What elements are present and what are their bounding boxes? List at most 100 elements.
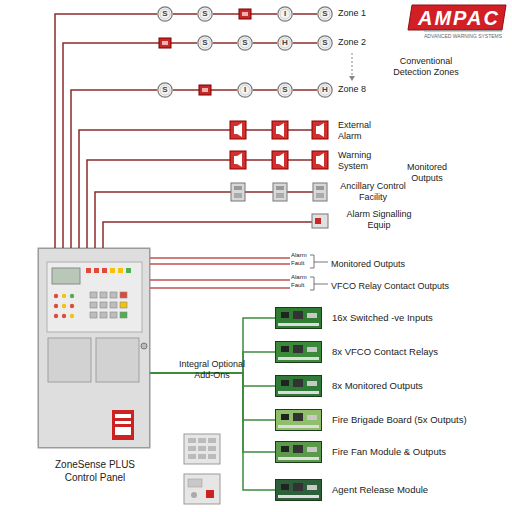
alarm-icon — [312, 121, 328, 139]
panel-door — [48, 338, 91, 382]
wire-connector — [150, 373, 275, 452]
fault-wire — [150, 287, 290, 289]
panel-lock — [141, 343, 147, 349]
detector-letter: H — [317, 82, 333, 98]
call-point-symbol — [239, 9, 251, 19]
keypad-key — [188, 438, 196, 443]
detector-letter: S — [197, 6, 213, 22]
control-panel: ZoneSense PLUS Control Panel — [38, 248, 150, 448]
board-component — [293, 413, 303, 421]
annotation-label: Alarm Signalling Equip — [344, 209, 414, 231]
wire-connector — [150, 373, 275, 420]
detector-ring — [318, 83, 332, 97]
detector-ring — [278, 36, 292, 50]
panel-led — [118, 268, 123, 273]
warning-icon — [230, 151, 246, 169]
panel-key — [120, 292, 127, 298]
annotation-label: Conventional Detection Zones — [388, 56, 464, 78]
output-wire — [79, 130, 312, 248]
detector-ring — [158, 7, 172, 21]
wire-connector — [213, 42, 237, 44]
detector-ring — [278, 7, 292, 21]
board-component — [307, 447, 317, 452]
panel-led — [62, 294, 66, 298]
panel-sticker-mark — [115, 421, 131, 424]
annotation-label: Fault — [291, 282, 304, 289]
detector-ring — [238, 83, 252, 97]
keypad-key — [208, 438, 216, 443]
board-detail — [276, 480, 321, 500]
board-component — [307, 313, 317, 318]
keypad-key — [198, 446, 206, 451]
wire-connector — [71, 90, 157, 248]
panel-key — [100, 292, 107, 298]
addon-board: 8x Monitored Outputs — [275, 375, 322, 397]
relay-detail — [316, 186, 324, 190]
panel-sticker-mark — [115, 427, 131, 435]
horn-symbol — [276, 153, 284, 167]
board-component — [293, 483, 303, 491]
panel-led — [54, 304, 58, 308]
logo-banner — [408, 5, 506, 30]
horn-symbol — [234, 153, 242, 167]
logo-text: AMPAC — [418, 6, 500, 30]
relay-icon — [273, 183, 287, 201]
wire-connector — [293, 89, 317, 91]
wire-connector — [150, 373, 275, 490]
keypad-key — [198, 438, 206, 443]
panel-led — [70, 304, 74, 308]
panel-led — [54, 294, 58, 298]
alarm-icon — [230, 121, 246, 139]
addon-board: Fire Brigade Board (5x Outputs) — [275, 409, 322, 431]
board-component — [281, 414, 289, 420]
board-component — [278, 357, 319, 360]
wire-connector — [293, 42, 317, 44]
keypad-key — [188, 446, 196, 451]
detector-circle: S — [157, 82, 173, 98]
detector-letter: H — [277, 35, 293, 51]
addon-board: 8x VFCO Contact Relays — [275, 341, 322, 363]
relay-icon — [231, 183, 245, 201]
board-component — [278, 391, 319, 394]
call-point-symbol — [199, 85, 211, 95]
detector-letter: S — [157, 6, 173, 22]
board-name: Fire Brigade Board (5x Outputs) — [332, 410, 467, 432]
board-detail — [276, 308, 321, 328]
horn-symbol — [316, 123, 324, 137]
detector-ring — [198, 36, 212, 50]
wire-connector — [253, 42, 277, 44]
annotation-label: Monitored Outputs — [331, 259, 405, 270]
wire-connector — [55, 14, 157, 248]
detector-ring — [158, 83, 172, 97]
logo-text: ADVANCED WARNING SYSTEMS — [424, 33, 502, 39]
detector-letter: S — [277, 82, 293, 98]
output-wire — [87, 160, 312, 248]
detector-ring — [318, 7, 332, 21]
board-component — [293, 379, 303, 387]
detector-circle: S — [317, 6, 333, 22]
detector-letter: S — [157, 82, 173, 98]
panel-led — [102, 268, 107, 273]
detector-ring — [278, 83, 292, 97]
detector-letter: I — [237, 82, 253, 98]
panel-key — [90, 292, 97, 298]
board-name: Agent Release Module — [332, 480, 428, 502]
keypad-picture — [184, 474, 220, 504]
panel-key — [110, 312, 117, 318]
output-wire — [103, 222, 312, 248]
keypad-picture — [184, 434, 220, 464]
wire-connector — [253, 89, 277, 91]
board-component — [293, 345, 303, 353]
bracket — [310, 255, 328, 268]
board-component — [281, 380, 289, 386]
board-component — [281, 312, 289, 318]
keypad-button — [206, 490, 214, 498]
wire-connector — [63, 43, 197, 248]
board-component — [281, 446, 289, 452]
warning-icon — [312, 151, 328, 169]
annotation-label: Fault — [291, 260, 304, 267]
detector-circle: I — [237, 82, 253, 98]
wire-connector — [293, 13, 317, 15]
annotation-label: Warning System — [338, 150, 382, 172]
